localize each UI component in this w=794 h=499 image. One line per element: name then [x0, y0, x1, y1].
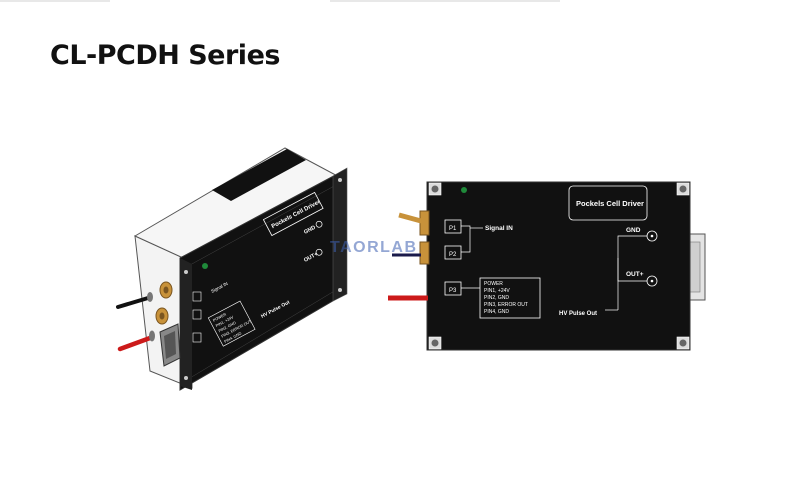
- iso-power-box: POWER PIN1. +24V PIN2. GND PIN3. ERROR O…: [207, 300, 256, 347]
- front-title-label: Pockels Cell Driver: [576, 199, 644, 208]
- iso-led: [202, 263, 208, 269]
- top-divider-left: [0, 0, 110, 2]
- front-panel: [426, 181, 691, 351]
- front-led: [461, 187, 467, 193]
- top-divider-right: [330, 0, 560, 2]
- page-title: CL-PCDH Series: [50, 40, 280, 71]
- power-line-2: PIN2, GND: [484, 295, 509, 301]
- iso-red-cable: [117, 335, 153, 352]
- iso-p1-box: [192, 291, 202, 302]
- p1-label: P1: [449, 226, 457, 232]
- power-line-3: PIN3, ERROR OUT: [484, 302, 528, 308]
- p1-box: [444, 219, 462, 234]
- p3-box: [444, 281, 462, 296]
- svg-text:POWER: POWER: [212, 312, 227, 322]
- p2-label: P2: [449, 252, 457, 258]
- front-title-box: [568, 185, 648, 221]
- p3-label: P3: [449, 288, 457, 294]
- power-box: [479, 277, 541, 319]
- watermark: TAORLAB: [330, 239, 418, 256]
- iso-device: Pockels Cell Driver GND OUT+ HV Pulse Ou…: [116, 147, 348, 391]
- iso-p3-box: [192, 332, 202, 343]
- iso-gnd-label: GND: [303, 225, 317, 236]
- p2-box: [444, 245, 462, 260]
- gnd-label: GND: [626, 227, 641, 234]
- front-device: Pockels Cell Driver P1 P2 Signal IN P3 P…: [388, 181, 706, 351]
- hv-pulse-out-label: HV Pulse Out: [559, 311, 597, 317]
- power-line-1: PIN1, +24V: [484, 288, 510, 294]
- power-line-4: PIN4, GND: [484, 309, 509, 315]
- iso-p2-box: [192, 309, 202, 320]
- iso-black-cable: [116, 296, 150, 309]
- power-line-0: POWER: [484, 281, 503, 287]
- signal-in-label: Signal IN: [485, 225, 513, 232]
- out-plus-label: OUT+: [626, 271, 644, 278]
